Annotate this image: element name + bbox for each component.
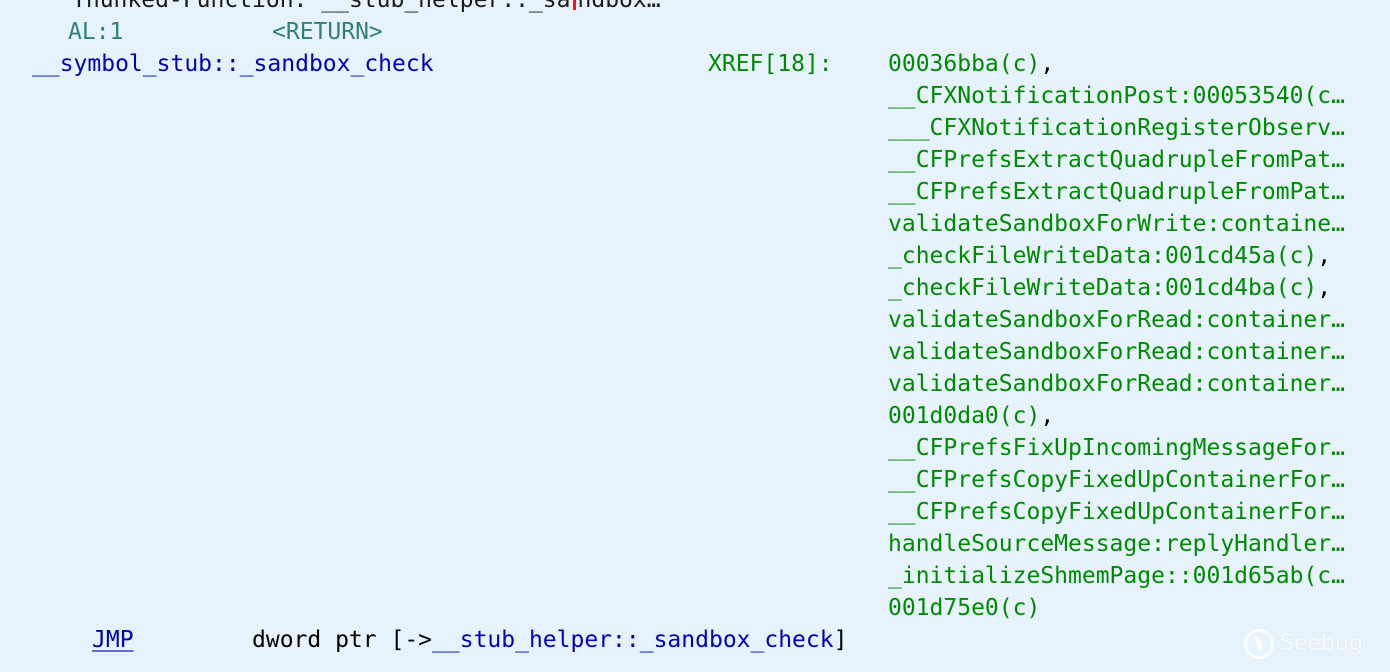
xref-entry[interactable]: 001d75e0(c)	[888, 592, 1362, 624]
xref-reference-link[interactable]: validateSandboxForRead:container…	[888, 371, 1345, 397]
xref-entry[interactable]: _initializeShmemPage::001d65ab(c…	[888, 560, 1362, 592]
xref-entry[interactable]: 00036bba(c),	[888, 48, 1362, 80]
xref-separator: ,	[1040, 403, 1055, 429]
xref-reference-link[interactable]: __CFPrefsExtractQuadrupleFromPat…	[888, 179, 1345, 205]
xref-entry[interactable]: __CFPrefsExtractQuadrupleFromPat…	[888, 176, 1362, 208]
xref-entry[interactable]: __CFPrefsFixUpIncomingMessageFor…	[888, 432, 1362, 464]
xref-header[interactable]: XREF[18]:	[708, 51, 833, 77]
watermark-text: Seebug	[1280, 631, 1363, 656]
xref-entry[interactable]: __CFPrefsExtractQuadrupleFromPat…	[888, 144, 1362, 176]
xref-entry[interactable]: 001d0da0(c),	[888, 400, 1362, 432]
xref-entry[interactable]: __CFPrefsCopyFixedUpContainerFor…	[888, 496, 1362, 528]
xref-reference-link[interactable]: __CFPrefsCopyFixedUpContainerFor…	[888, 499, 1345, 525]
xref-reference-link[interactable]: validateSandboxForWrite:containe…	[888, 211, 1345, 237]
xref-reference-link[interactable]: __CFPrefsCopyFixedUpContainerFor…	[888, 467, 1345, 493]
xref-entry[interactable]: handleSourceMessage:replyHandler…	[888, 528, 1362, 560]
return-parameter-name[interactable]: <RETURN>	[272, 19, 383, 45]
instruction-mnemonic[interactable]: JMP	[92, 627, 134, 653]
xref-reference-link[interactable]: 00036bba(c)	[888, 51, 1041, 77]
xref-entry[interactable]: __CFPrefsCopyFixedUpContainerFor…	[888, 464, 1362, 496]
xref-reference-link[interactable]: handleSourceMessage:replyHandler…	[888, 531, 1345, 557]
xref-reference-link[interactable]: ___CFXNotificationRegisterObserv…	[888, 115, 1345, 141]
xref-reference-link[interactable]: __CFXNotificationPost:00053540(c…	[888, 83, 1345, 109]
operand-suffix: ]	[833, 627, 848, 653]
thunked-function-line[interactable]: Thunked-Function: __stub_helper::_sa ndbo…	[72, 0, 661, 16]
thunked-function-text-rest: ndbox…	[577, 0, 661, 13]
xref-reference-link[interactable]: 001d0da0(c)	[888, 403, 1041, 429]
function-label[interactable]: __symbol_stub::_sandbox_check	[32, 51, 434, 77]
xref-entry[interactable]: validateSandboxForRead:container…	[888, 336, 1362, 368]
xref-reference-link[interactable]: validateSandboxForRead:container…	[888, 339, 1345, 365]
xref-separator: ,	[1317, 275, 1332, 301]
operand-arrow: ->	[404, 627, 433, 653]
xref-entry[interactable]: validateSandboxForRead:container…	[888, 304, 1362, 336]
return-storage-location[interactable]: AL:1	[68, 19, 124, 45]
xref-reference-link[interactable]: _initializeShmemPage::001d65ab(c…	[888, 563, 1345, 589]
xref-reference-link[interactable]: __CFPrefsFixUpIncomingMessageFor…	[888, 435, 1345, 461]
xref-list: 00036bba(c), __CFXNotificationPost:000535…	[888, 48, 1362, 624]
xref-entry[interactable]: ___CFXNotificationRegisterObserv…	[888, 112, 1362, 144]
xref-entry[interactable]: _checkFileWriteData:001cd4ba(c),	[888, 272, 1362, 304]
xref-entry[interactable]: validateSandboxForRead:container…	[888, 368, 1362, 400]
xref-entry[interactable]: validateSandboxForWrite:containe…	[888, 208, 1362, 240]
xref-reference-link[interactable]: __CFPrefsExtractQuadrupleFromPat…	[888, 147, 1345, 173]
seebug-watermark: Seebug	[1244, 624, 1363, 664]
text-cursor	[572, 0, 576, 10]
xref-separator: ,	[1040, 51, 1055, 77]
operand-reference-link[interactable]: __stub_helper::_sandbox_check	[432, 627, 834, 653]
xref-reference-link[interactable]: _checkFileWriteData:001cd45a(c)	[888, 243, 1318, 269]
xref-separator: ,	[1317, 243, 1332, 269]
xref-reference-link[interactable]: _checkFileWriteData:001cd4ba(c)	[888, 275, 1318, 301]
xref-entry[interactable]: __CFXNotificationPost:00053540(c…	[888, 80, 1362, 112]
instruction-operand[interactable]: dword ptr [->__stub_helper::_sandbox_che…	[252, 624, 847, 656]
thunked-function-text: Thunked-Function: __stub_helper::_sa	[72, 0, 571, 13]
operand-prefix: dword ptr [	[252, 627, 405, 653]
xref-reference-link[interactable]: validateSandboxForRead:container…	[888, 307, 1345, 333]
xref-entry[interactable]: _checkFileWriteData:001cd45a(c),	[888, 240, 1362, 272]
seebug-logo-icon	[1244, 629, 1274, 659]
xref-reference-link[interactable]: 001d75e0(c)	[888, 595, 1041, 621]
